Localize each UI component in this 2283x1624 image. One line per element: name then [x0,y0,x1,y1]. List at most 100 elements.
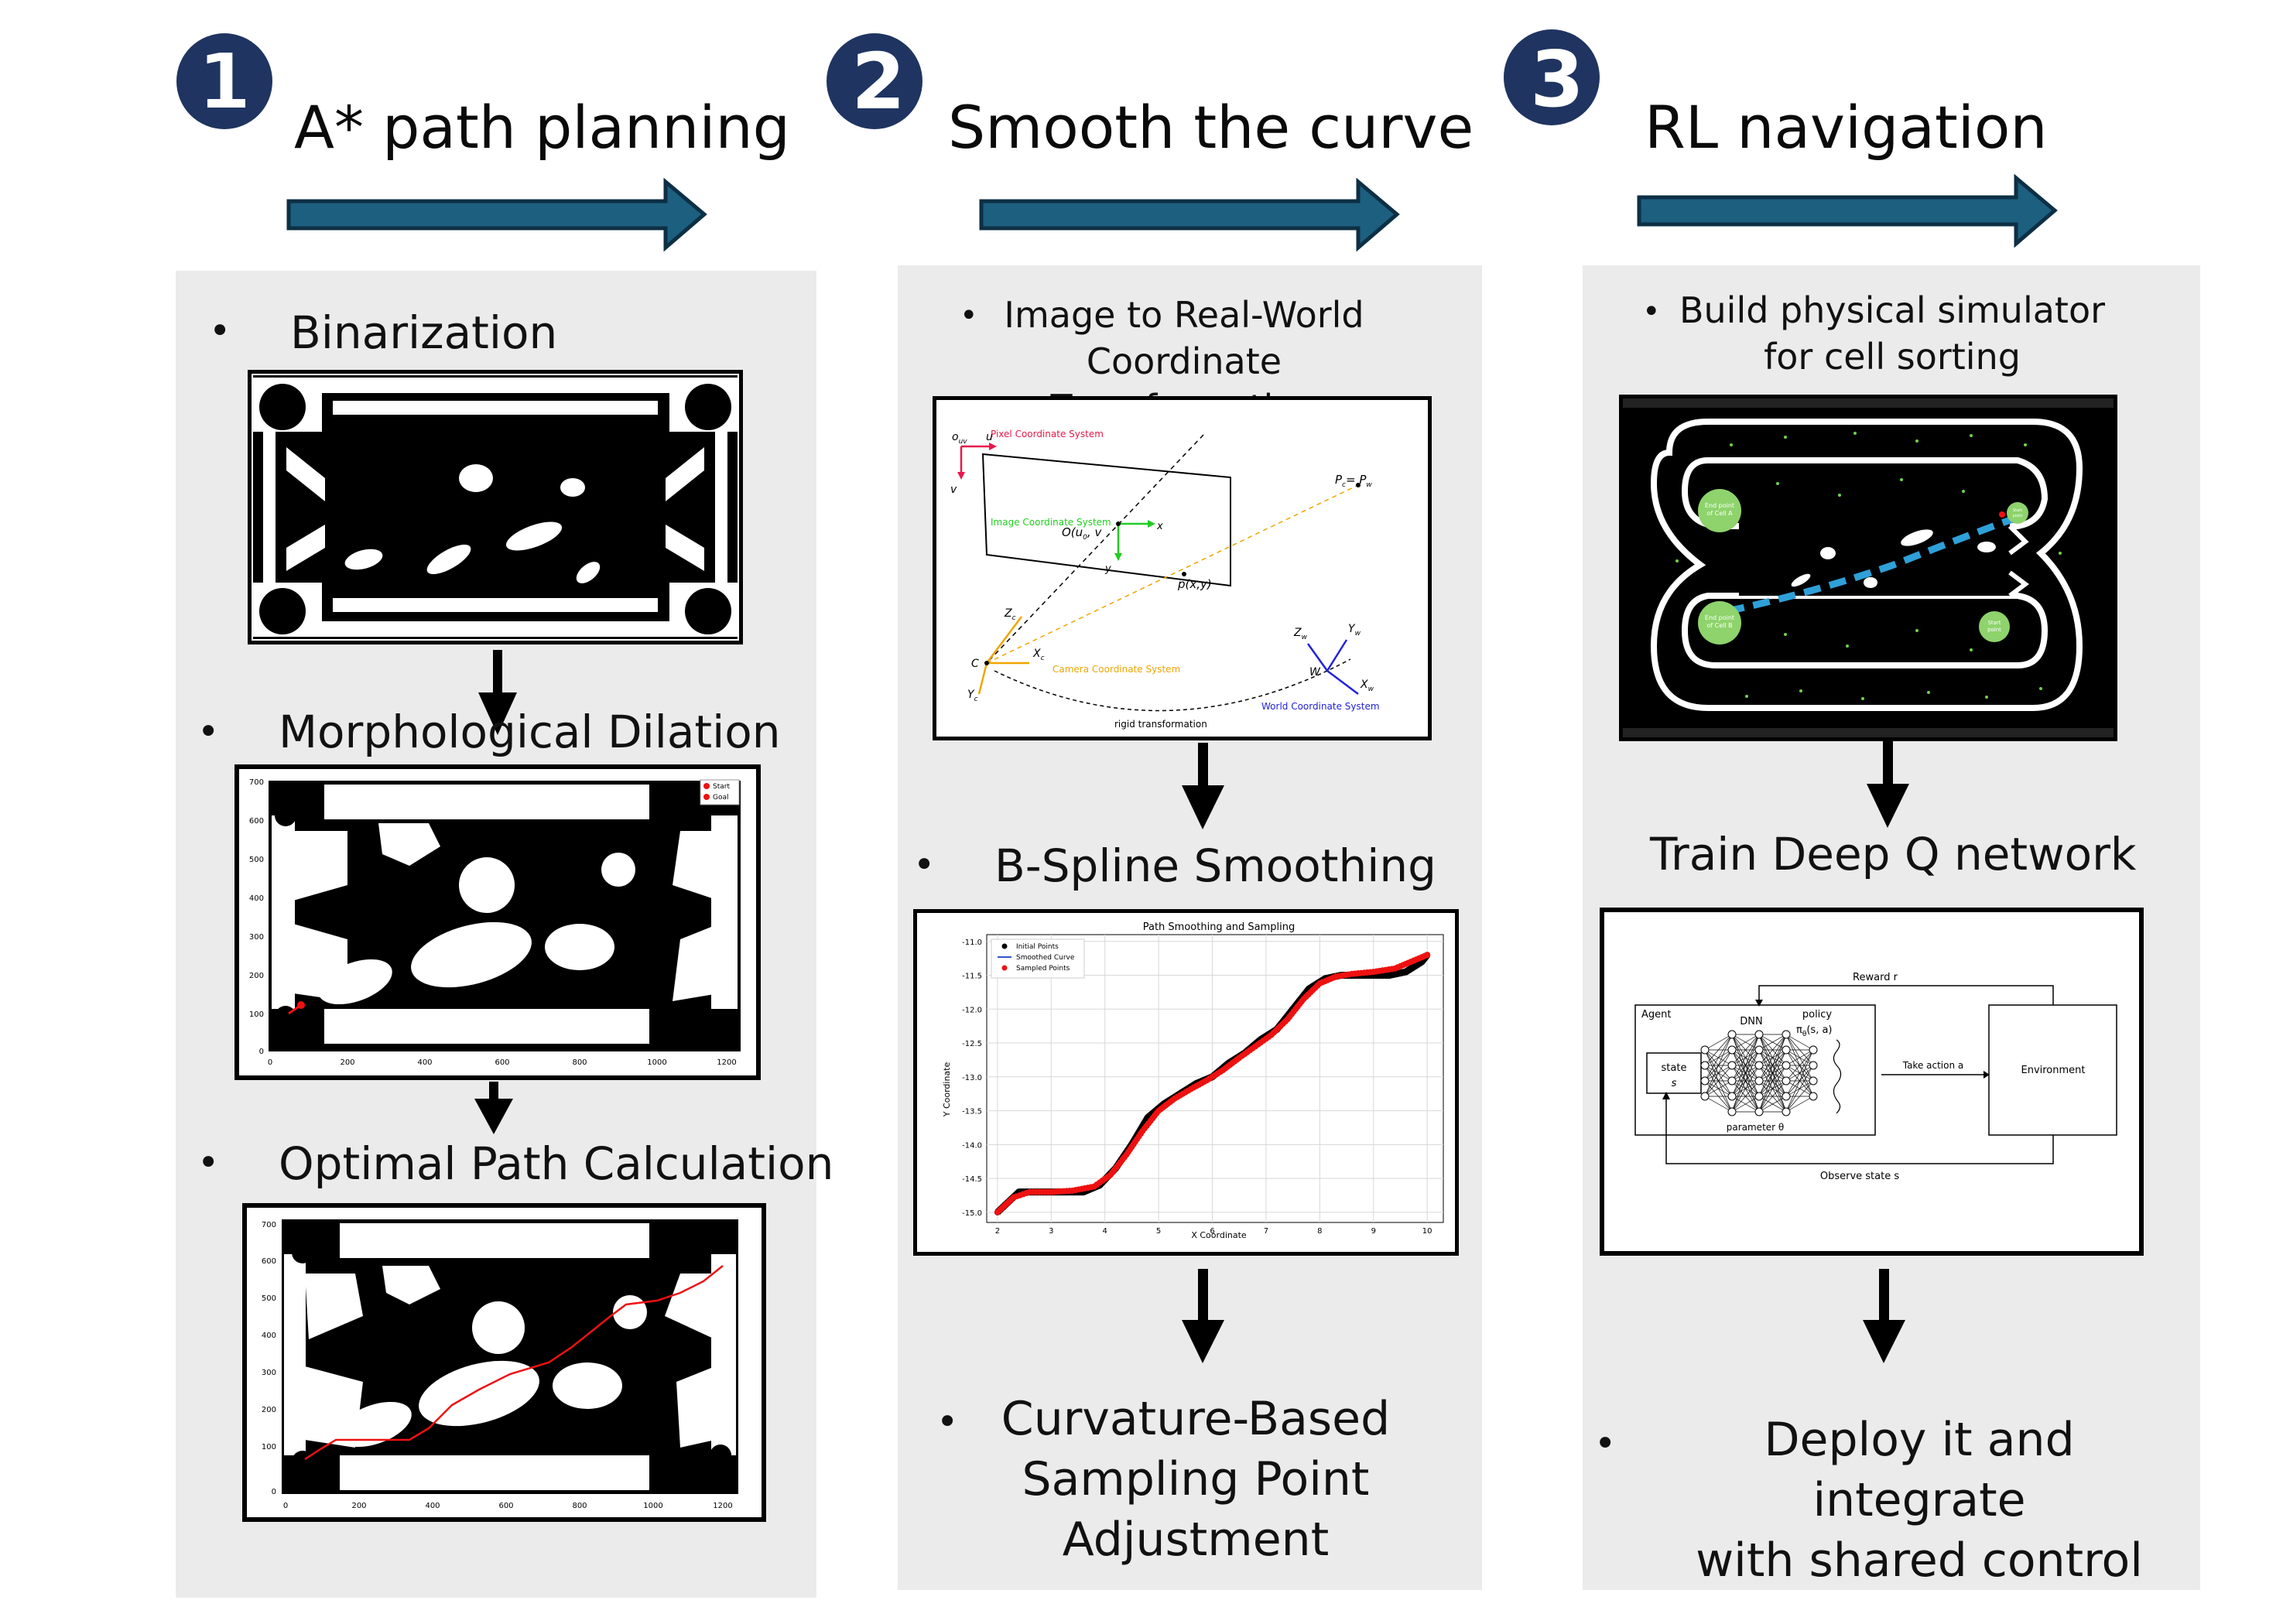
stage-2-title: Smooth the curve [948,93,1474,162]
dqn-connection [1758,1034,1787,1097]
dqn-policy-fn: π [1796,1024,1802,1036]
svg-text:Xw: Xw [1360,679,1374,693]
stage-2-badge: 2 [827,33,922,129]
dqn-connection [1758,1034,1787,1066]
dqn-state-s: s [1672,1078,1677,1089]
dqn-connection [1731,1049,1760,1113]
stage-3-number: 3 [1530,34,1584,125]
dqn-neuron [1727,1045,1737,1055]
dqn-connection [1785,1065,1814,1113]
y-tick: 700 [249,778,264,787]
dqn-diagram: Reward r Agent DNN policy πθ(s, a) state… [1600,908,2144,1256]
binarization-map [248,370,743,644]
svg-text:O(u0, v: O(u0, v [1062,525,1102,542]
zw-sub: w [1302,634,1308,641]
pixel-coordinate-label: Pixel Coordinate System [991,429,1104,439]
bullet-deploy: • [1594,1422,1617,1465]
dqn-connection [1785,1049,1814,1097]
svg-text:Yc: Yc [967,689,978,703]
y-tick-label: -14.5 [962,1175,982,1184]
y-tick: 100 [262,1443,276,1451]
start-point-label-1: Start [1987,620,2001,626]
chart-ylabel: Y Coordinate [942,1062,952,1118]
xc-sub: c [1041,655,1045,662]
dqn-connection [1785,1080,1814,1113]
x-tick: 1200 [717,1058,736,1067]
pc-label: P [1335,473,1343,487]
y-tick: 600 [262,1257,276,1266]
dqn-agent-label: Agent [1641,1009,1671,1021]
dqn-neuron [1754,1061,1764,1070]
y-tick-label: -11.0 [962,939,982,947]
origin-label: O(u [1062,525,1083,539]
end-b-label-2: of Cell B [1706,622,1732,629]
stage-2-arrow-icon [979,178,1400,251]
yc-label: Y [967,689,975,701]
step-transform-line1: Image to Real-World [1004,294,1364,336]
dqn-connection [1731,1034,1760,1097]
legend-label: Smoothed Curve [1016,954,1075,962]
x-tick-label: 8 [1317,1227,1322,1236]
svg-text:ouv: ouv [952,431,967,446]
x-tick: 600 [498,1502,513,1510]
y-tick-label: -13.5 [962,1108,982,1116]
dqn-neuron [1782,1061,1791,1070]
dqn-connection [1758,1034,1787,1051]
dqn-neuron [1809,1092,1818,1101]
coordinate-transform-diagram: Pixel Coordinate System Image Coordinate… [933,396,1432,740]
dqn-policy-sub: θ [1802,1031,1807,1038]
step-binarization: Binarization [290,306,558,359]
dqn-neuron [1700,1092,1710,1101]
u-axis-label: u [986,431,993,443]
step-curvature-line1: Curvature-Based [1001,1392,1391,1446]
dqn-neuron [1782,1076,1791,1086]
bullet-curvature: • [936,1400,959,1444]
arrow-down-2-icon [474,1082,513,1134]
bullet-optimal: • [197,1141,220,1185]
rigid-transformation-label: rigid transformation [1114,719,1207,730]
dqn-connection [1785,1049,1814,1066]
x-tick: 1000 [647,1058,666,1067]
dqn-neuron [1727,1030,1737,1039]
dqn-environment-label: Environment [2021,1065,2085,1076]
step-transform: Image to Real-World Coordinate Transform… [948,292,1420,431]
dqn-connection [1731,1034,1760,1066]
yw-label: Y [1348,623,1356,635]
pw-sub: w [1366,481,1372,489]
dqn-neuron [1727,1107,1737,1116]
x-tick-label: 3 [1049,1227,1053,1236]
bullet-binarization: • [209,309,231,353]
v-axis-label: v [950,484,957,496]
bullet-dilation: • [197,710,220,754]
end-b-label-1: End point [1705,614,1734,621]
xw-sub: w [1368,685,1374,693]
dqn-neuron [1754,1092,1764,1101]
dqn-dnn-label: DNN [1740,1016,1762,1027]
stage-3-arrow-icon [1637,174,2058,248]
dqn-neuron [1754,1045,1764,1055]
dqn-neuron [1700,1061,1710,1070]
o-uv-label: o [952,431,959,443]
chart-xlabel: X Coordinate [1191,1230,1247,1240]
xc-label: X [1032,648,1041,660]
y-tick-label: -13.0 [962,1074,982,1082]
legend-label: Sampled Points [1016,965,1070,973]
x-tick-label: 4 [1103,1227,1107,1236]
dqn-neuron [1754,1076,1764,1086]
y-tick: 500 [262,1294,276,1303]
dqn-connection [1785,1034,1814,1051]
step-curvature: Curvature-Based Sampling Point Adjustmen… [967,1389,1424,1570]
stage-1-number: 1 [197,36,252,127]
dqn-connection [1704,1034,1733,1051]
dqn-connection [1758,1080,1787,1113]
svg-text:Zw: Zw [1293,627,1308,641]
x-tick: 200 [351,1502,366,1510]
step-train-dqn: Train Deep Q network [1650,828,2137,880]
dqn-connection [1758,1065,1787,1113]
dqn-parameter-label: parameter θ [1727,1122,1785,1133]
zc-label: Z [1004,607,1012,620]
svg-text:Yw: Yw [1348,623,1361,638]
x-axis-label: x [1156,521,1163,532]
dqn-connection [1731,1034,1760,1082]
chart-plot-area [986,934,1444,1223]
